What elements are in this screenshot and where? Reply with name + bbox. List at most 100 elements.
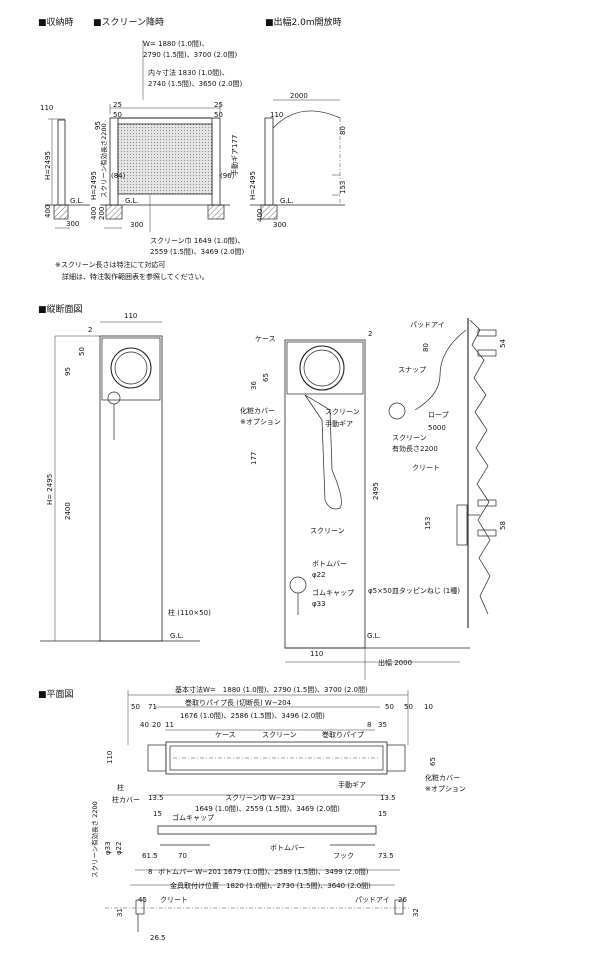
v-dim-50: 50 (78, 347, 86, 356)
section-open-2m: ■出幅2.0m開放時 (265, 16, 342, 28)
p-dim-26-5: 26.5 (150, 934, 166, 942)
v-rope-len: 5000 (428, 424, 446, 432)
p-case: ケース (215, 731, 236, 739)
dim-h2495: H=2495 (44, 151, 52, 180)
p-dim-11: 11 (165, 721, 174, 729)
p-screen-w: スクリーン巾 W−231 (225, 793, 295, 802)
v-cover-opt: ※オプション (240, 418, 281, 426)
p-dim-15-l: 15 (153, 810, 162, 818)
dim-400: 400 (44, 205, 52, 218)
section-plan: ■平面図 (38, 689, 74, 700)
dim-95: 95 (94, 121, 102, 130)
p-dim-20: 20 (152, 721, 161, 729)
p-dim-50-l: 50 (131, 703, 140, 711)
dim-96: (96) (220, 172, 235, 180)
p-bar-len: ボトムバー W−201 1679 (1.0間)、2589 (1.5間)、3499… (158, 868, 369, 876)
v-dim-95: 95 (64, 367, 72, 376)
v-phi33: φ33 (312, 600, 326, 608)
p-dim-8: 8 (148, 868, 152, 876)
v-dim-54: 54 (499, 339, 507, 348)
p-dim-35: 35 (378, 721, 387, 729)
dim-84: (84) (111, 172, 126, 180)
p-dim-32: 32 (412, 908, 420, 917)
v-dim-58: 58 (499, 521, 507, 530)
v-snap: スナップ (398, 366, 426, 374)
p-pipe: 巻取りパイプ長 (切断長) W−204 (185, 698, 292, 707)
p-dim-73-5: 73.5 (378, 852, 394, 860)
v-rope: ロープ (428, 411, 449, 419)
p-dim-110: 110 (106, 751, 114, 764)
p-post-cover: 柱カバー (112, 795, 140, 804)
inner-line1: 内々寸法 1830 (1.0間)、 (148, 68, 229, 77)
p-cover-opt: ※オプション (425, 785, 466, 793)
screen-w2: 2559 (1.5間)、3469 (2.0間) (150, 248, 245, 256)
eff-length: スクリーン有効長さ2200 (99, 123, 108, 198)
v-dim-177: 177 (250, 452, 258, 465)
screen-w1: スクリーン巾 1649 (1.0間)、 (150, 236, 245, 245)
v-eff-1: スクリーン (392, 434, 427, 442)
dim-2000: 2000 (290, 92, 308, 100)
dim-300: 300 (66, 220, 79, 228)
v-dim-2-r: 2 (368, 330, 372, 338)
stored-elevation (45, 118, 90, 229)
p-dim-15-r: 15 (378, 810, 387, 818)
v-gear-label: 手動ギア (325, 419, 353, 428)
v-out-label: 出幅 2000 (378, 658, 412, 667)
p-cleat: クリート (160, 896, 188, 904)
p-hook: フック (333, 852, 354, 860)
v-dim-80: 80 (422, 343, 430, 352)
dim-50-left: 50 (113, 111, 122, 119)
plan-view (105, 690, 410, 932)
vertical-left (40, 321, 200, 642)
p-dim-26: 26 (398, 896, 407, 904)
w-line1: W= 1880 (1.0間)、 (143, 40, 209, 48)
dim-400-b: 400 (90, 207, 98, 220)
p-rubber-cap: ゴムキャップ (172, 813, 214, 822)
p-dim-71: 71 (148, 703, 157, 711)
v-gl-label: G.L. (170, 632, 184, 640)
p-eff-len: スクリーン有効長さ 2200 (90, 801, 99, 878)
note-1: ※スクリーン長さは特注にて対応可 (55, 260, 166, 269)
p-dim-61-5: 61.5 (142, 852, 158, 860)
v-eff-2: 有効長さ2200 (392, 444, 438, 453)
v-pad-eye: パッドアイ (410, 321, 445, 329)
v-screw: φ5×50皿タッピンねじ (1種) (368, 586, 460, 595)
p-dim-45: 45 (138, 896, 147, 904)
p-dim-70: 70 (178, 852, 187, 860)
v-dim-2400: 2400 (64, 502, 72, 520)
p-dim-8: 8 (367, 721, 371, 729)
p-post: 柱 (117, 783, 124, 792)
dim-25-right: 25 (214, 101, 223, 109)
dim-80: 80 (339, 126, 347, 135)
p-gear: 手動ギア (338, 780, 366, 789)
dim-50-right: 50 (214, 111, 223, 119)
v-screen-label-2: スクリーン (310, 527, 345, 535)
p-dim-10: 10 (424, 703, 433, 711)
v-rubber-cap: ゴムキャップ (312, 588, 354, 597)
p-dim-31: 31 (116, 908, 124, 917)
dim-153: 153 (339, 181, 347, 194)
p-screen-vals: 1649 (1.0間)、2559 (1.5間)、3469 (2.0間) (195, 805, 340, 813)
dim-177: 177 (231, 135, 239, 148)
section-lowered: ■スクリーン降時 (93, 16, 164, 28)
p-dim-65: 65 (429, 757, 437, 766)
p-screen: スクリーン (262, 731, 297, 739)
p-pipe-lbl: 巻取りパイプ (322, 730, 364, 739)
dim-h2495-c: H=2495 (249, 171, 257, 200)
open-elevation (250, 99, 345, 220)
v-dim-153: 153 (424, 517, 432, 530)
dim-300-b: 300 (130, 221, 143, 229)
section-vertical: ■縦断面図 (38, 303, 83, 315)
lowered-elevation (100, 40, 230, 232)
v-post-label: 柱 (110×50) (168, 608, 211, 617)
v-dim-110: 110 (124, 312, 137, 320)
dim-110: 110 (40, 104, 53, 112)
v-dim-65: 65 (262, 373, 270, 382)
v-screen-label: スクリーン (325, 408, 360, 416)
p-dim-13-5-r: 13.5 (380, 794, 396, 802)
v-cleat: クリート (412, 464, 440, 472)
p-pipe-vals: 1676 (1.0間)、2586 (1.5間)、3496 (2.0間) (180, 712, 325, 720)
v-dim-h2495: H= 2495 (46, 474, 54, 505)
